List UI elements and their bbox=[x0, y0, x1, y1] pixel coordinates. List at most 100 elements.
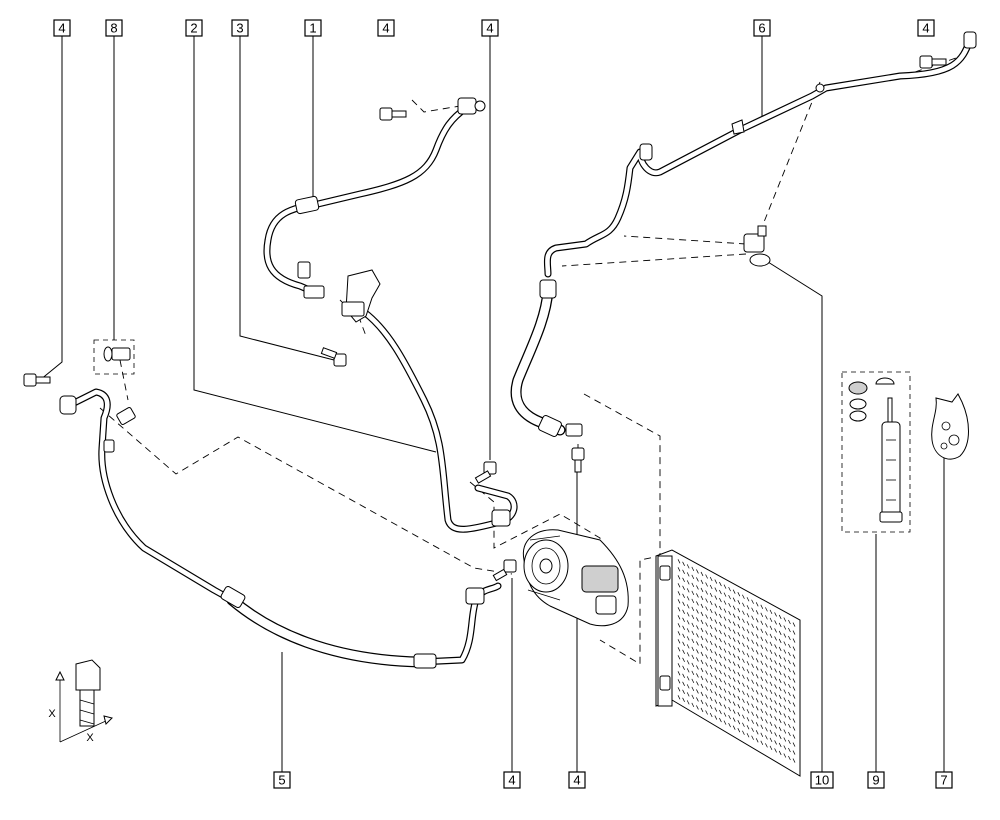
condenser-fin-mark bbox=[682, 633, 685, 638]
condenser-fin-mark bbox=[751, 727, 754, 732]
condenser-fin-mark bbox=[691, 638, 695, 644]
condenser-fin-mark bbox=[723, 696, 727, 701]
dimension-x-left: X bbox=[48, 708, 56, 720]
condenser-fin-mark bbox=[682, 689, 685, 694]
condenser-fin-mark bbox=[783, 745, 787, 750]
condenser-fin-mark bbox=[682, 609, 685, 614]
condenser-fin-mark bbox=[783, 673, 787, 678]
condenser-fin-mark bbox=[774, 700, 777, 705]
condenser-fin-mark bbox=[691, 566, 695, 572]
condenser-fin-mark bbox=[792, 750, 796, 755]
condenser-fin-mark bbox=[719, 677, 722, 683]
condenser-fin-mark bbox=[709, 680, 713, 686]
callout-2: 2 bbox=[185, 19, 203, 37]
condenser-fin-mark bbox=[774, 684, 777, 689]
condenser-fin-mark bbox=[765, 679, 768, 684]
condenser-fin-mark bbox=[728, 626, 731, 632]
condenser-fin-mark bbox=[774, 724, 777, 729]
condenser-fin-mark bbox=[728, 618, 731, 624]
condenser-fin-mark bbox=[709, 664, 713, 670]
condenser-fin-mark bbox=[719, 685, 722, 691]
condenser-fin-mark bbox=[760, 732, 764, 737]
callout-4: 4 bbox=[568, 771, 586, 789]
condenser-fin-mark bbox=[700, 635, 704, 641]
condenser-fin-mark bbox=[728, 642, 731, 648]
condenser-fin-mark bbox=[732, 613, 736, 618]
condenser-fin-mark bbox=[686, 700, 690, 705]
condenser-fin-mark bbox=[746, 621, 750, 626]
condenser-fin-mark bbox=[788, 619, 791, 625]
condenser-fin-mark bbox=[755, 698, 759, 703]
condenser-fin-mark bbox=[737, 664, 741, 669]
condenser-fin-mark bbox=[760, 628, 764, 633]
condenser-fin-mark bbox=[686, 564, 690, 569]
condenser-fin-mark bbox=[792, 646, 796, 651]
condenser-fin-mark bbox=[696, 665, 699, 670]
condenser-fin-mark bbox=[728, 706, 731, 712]
callout-4: 4 bbox=[481, 19, 499, 37]
condenser-fin-mark bbox=[783, 681, 787, 686]
condenser-fin-mark bbox=[788, 659, 791, 665]
condenser-fin-mark bbox=[746, 597, 750, 602]
condenser-fin-mark bbox=[746, 669, 750, 674]
condenser-fin-mark bbox=[765, 639, 768, 644]
condenser-fin-mark bbox=[751, 687, 754, 692]
condenser-fin-mark bbox=[792, 694, 796, 699]
condenser-fin-mark bbox=[742, 698, 745, 703]
condenser-fin-mark bbox=[719, 597, 722, 603]
condenser-fin-mark bbox=[760, 612, 764, 617]
condenser-fin-mark bbox=[774, 660, 777, 665]
condenser-fin-mark bbox=[732, 725, 736, 730]
condenser-fin-mark bbox=[742, 706, 745, 711]
condenser-fin-mark bbox=[778, 654, 782, 660]
condenser-fin-mark bbox=[732, 669, 736, 674]
condenser-fin-mark bbox=[792, 734, 796, 739]
callout-7-text: 7 bbox=[940, 773, 947, 788]
condenser-fin-mark bbox=[792, 662, 796, 667]
condenser-fin-mark bbox=[774, 732, 777, 737]
condenser-fin-mark bbox=[751, 623, 754, 628]
condenser-fin-mark bbox=[755, 690, 759, 695]
condenser-fin-mark bbox=[765, 727, 768, 732]
condenser-fin-mark bbox=[737, 672, 741, 677]
condenser-fin-mark bbox=[682, 665, 685, 670]
condenser-fin-mark bbox=[792, 622, 796, 627]
callout-6-text: 6 bbox=[758, 21, 765, 36]
condenser-fin-mark bbox=[769, 737, 773, 743]
condenser-fin-mark bbox=[778, 686, 782, 692]
condenser-fin-mark bbox=[746, 693, 750, 698]
condenser-fin-mark bbox=[677, 655, 681, 660]
condenser-fin-mark bbox=[709, 688, 713, 694]
callout-7: 7 bbox=[935, 771, 953, 789]
condenser-fin-mark bbox=[709, 592, 713, 598]
condenser-fin-mark bbox=[774, 740, 777, 745]
condenser-fin-mark bbox=[705, 622, 708, 627]
part-8-valve bbox=[93, 339, 136, 425]
condenser-fin-mark bbox=[732, 629, 736, 634]
condenser-fin-mark bbox=[769, 641, 773, 647]
condenser-fin-mark bbox=[696, 601, 699, 606]
condenser-fin-mark bbox=[691, 694, 695, 700]
condenser-fin-mark bbox=[714, 707, 718, 712]
condenser-fin-mark bbox=[677, 607, 681, 612]
condenser-fin-mark bbox=[755, 722, 759, 727]
condenser-fin-mark bbox=[783, 649, 787, 654]
condenser-fin-mark bbox=[788, 667, 791, 673]
bolt-4-condenser bbox=[571, 447, 585, 473]
condenser-fin-mark bbox=[742, 666, 745, 671]
condenser-fin-mark bbox=[719, 637, 722, 643]
condenser-fin-mark bbox=[751, 711, 754, 716]
condenser-fin-mark bbox=[769, 673, 773, 679]
condenser-fin-mark bbox=[737, 704, 741, 709]
condenser-fin-mark bbox=[686, 652, 690, 657]
condenser-fin-mark bbox=[696, 705, 699, 710]
condenser-fin-mark bbox=[682, 601, 685, 606]
condenser-fin-mark bbox=[755, 682, 759, 687]
callout-9-text: 9 bbox=[872, 773, 879, 788]
condenser-fin-mark bbox=[719, 693, 722, 699]
callout-3-text: 3 bbox=[236, 21, 243, 36]
condenser-fin-mark bbox=[709, 656, 713, 662]
condenser-fin-mark bbox=[778, 638, 782, 644]
condenser-fin-mark bbox=[746, 701, 750, 706]
condenser-fin-mark bbox=[742, 690, 745, 695]
